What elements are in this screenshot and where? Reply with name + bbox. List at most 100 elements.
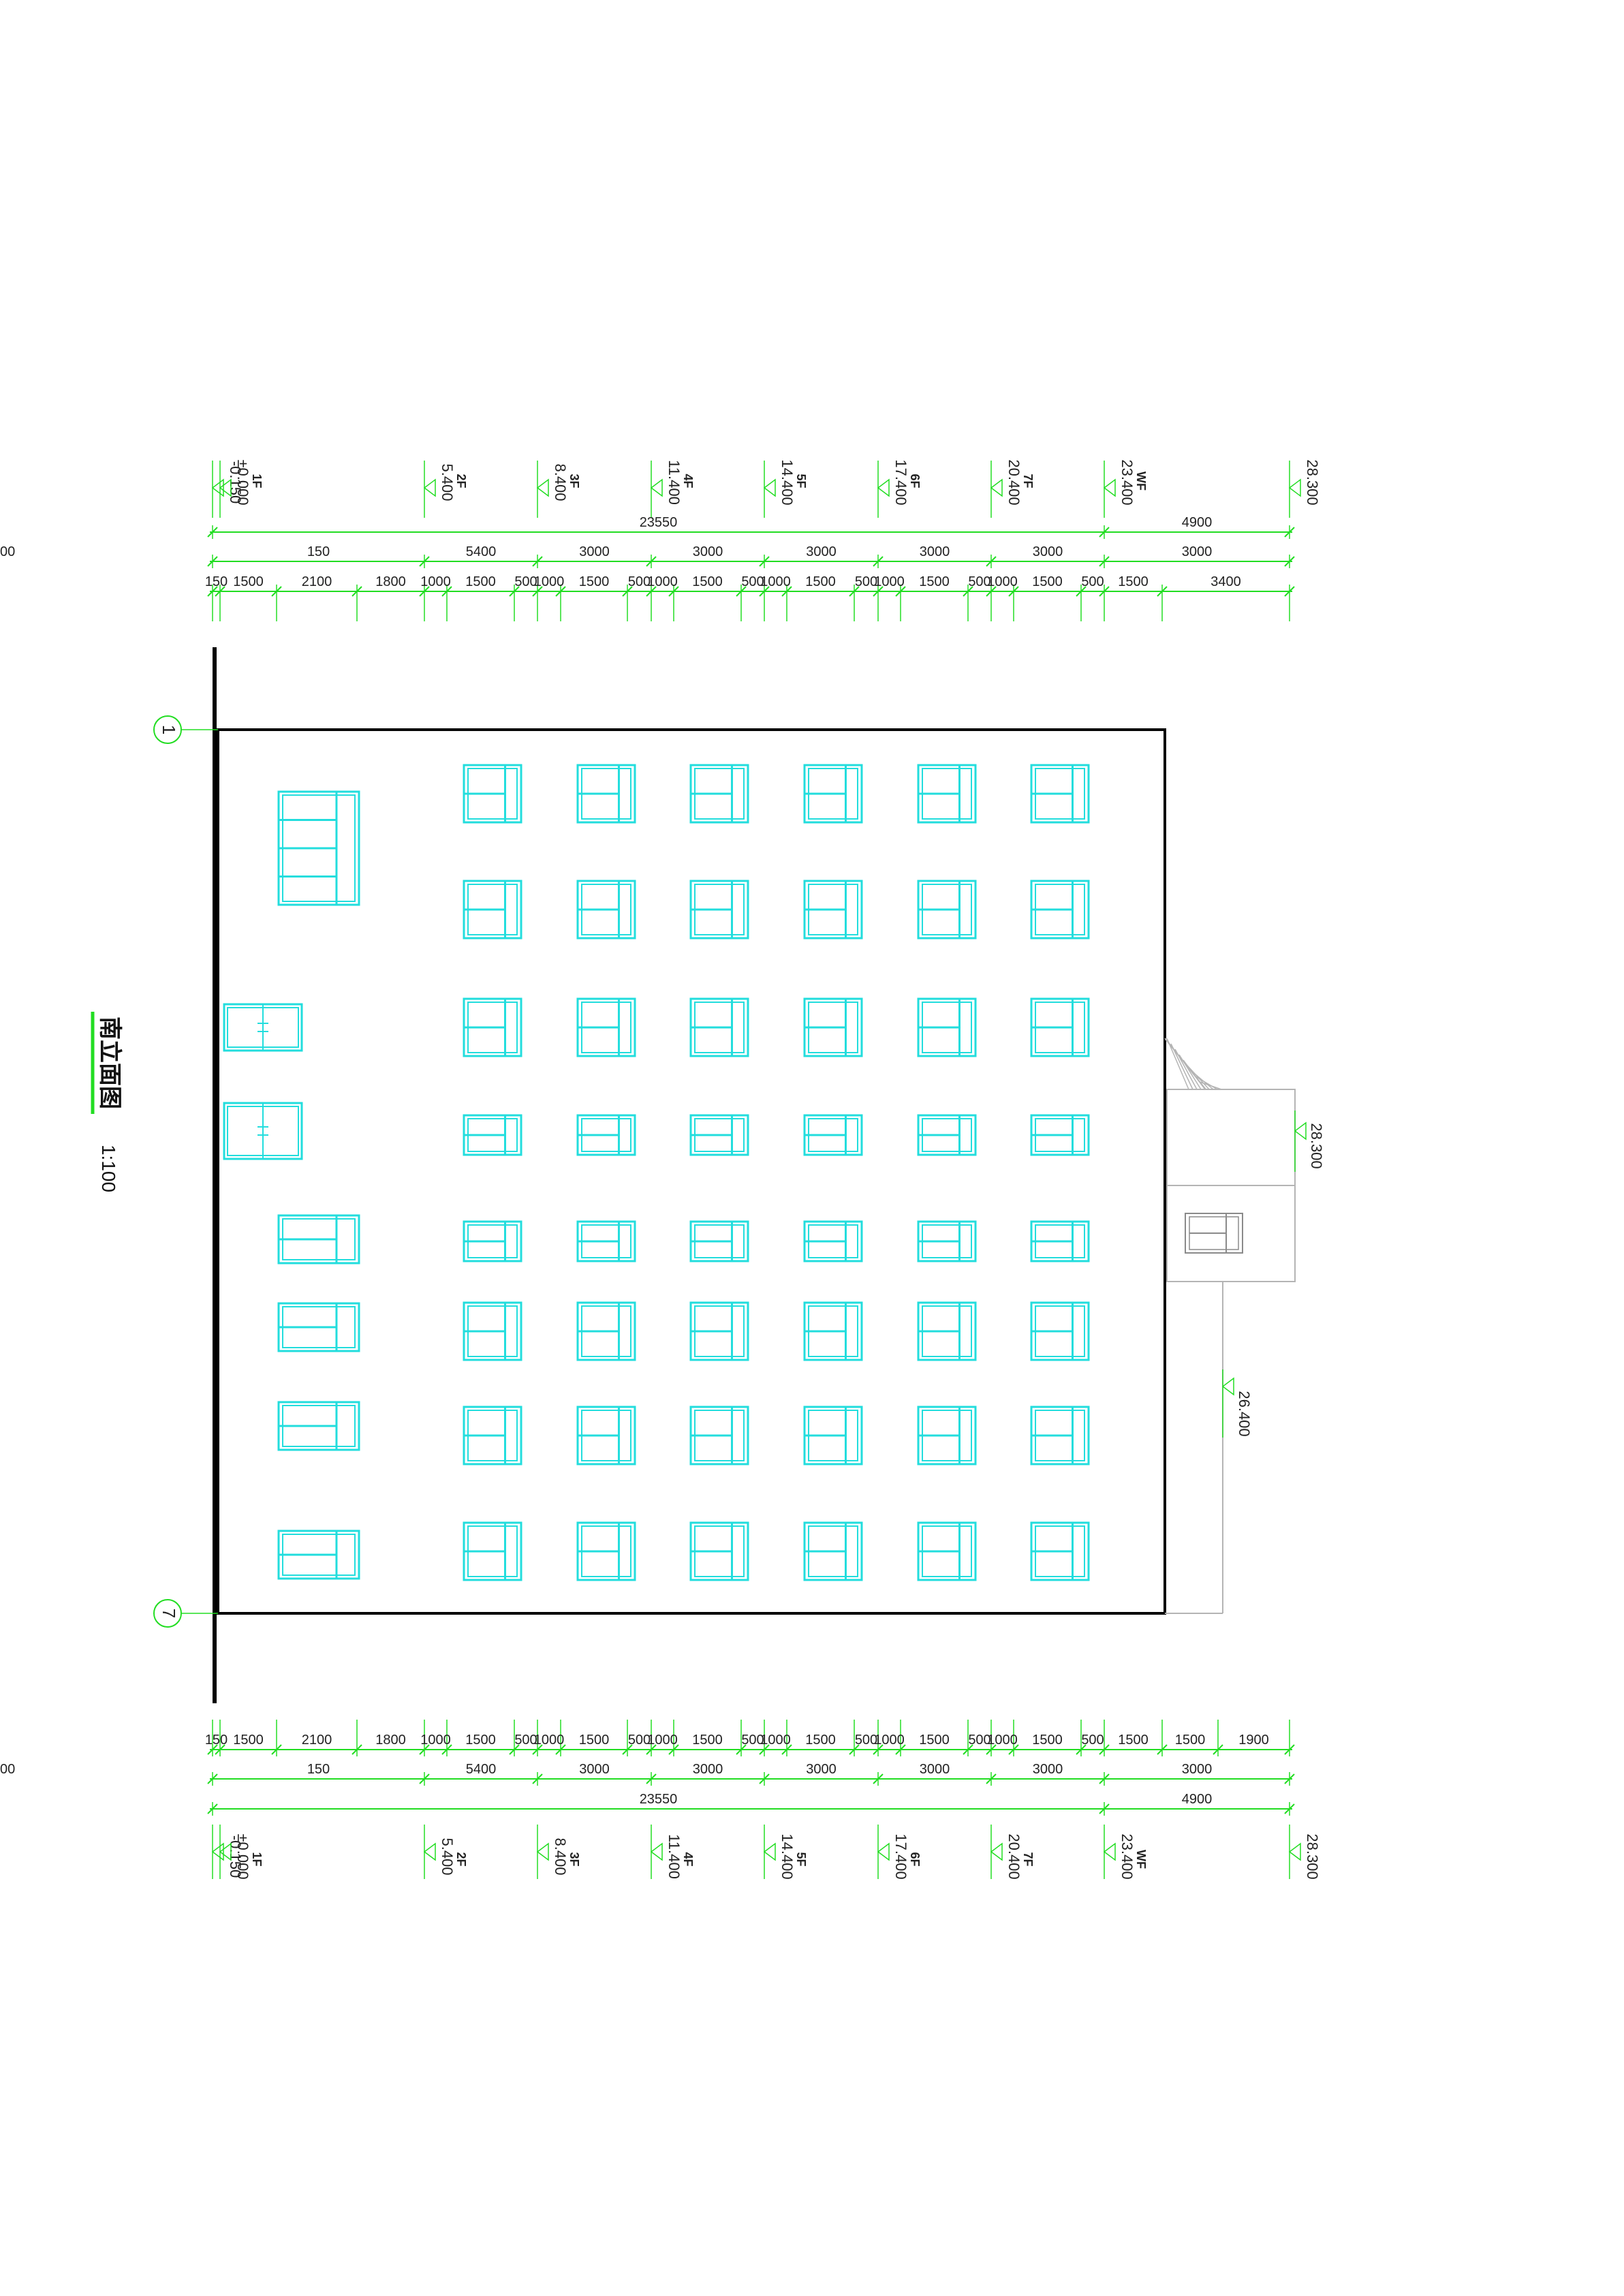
elevation-value: 23.400 [1119, 459, 1136, 505]
dimension-tick [622, 1744, 633, 1755]
stair-hatch [1199, 1081, 1222, 1090]
dimension-tick [986, 1773, 997, 1784]
elevation-value: 8.400 [552, 463, 569, 501]
level-triangle [1103, 1842, 1116, 1861]
window [1030, 764, 1090, 824]
level-triangle [877, 478, 890, 497]
dimension-tick [207, 556, 218, 567]
level-triangle [211, 478, 224, 497]
dimension-label: 3400 [1211, 574, 1241, 589]
elevation-value: 5.400 [439, 1837, 456, 1875]
dimension-tick [895, 1744, 906, 1755]
dimension-tick [207, 527, 218, 538]
window [277, 1401, 360, 1451]
dimension-tick [419, 586, 430, 597]
dimension-tick [419, 1773, 430, 1784]
window [277, 1214, 360, 1265]
dimension-label: 150 [205, 1733, 228, 1748]
dimension-tick [736, 586, 747, 597]
dimension-label: 23550 [640, 1792, 678, 1807]
floor-label: 2F [454, 1852, 468, 1866]
dimension-label: 1500 [692, 574, 723, 589]
dimension-tick [646, 1744, 657, 1755]
window [576, 880, 636, 940]
window [463, 997, 522, 1057]
dimension-label: 3000 [579, 544, 610, 559]
dimension-label: 4900 [1182, 1792, 1213, 1807]
floor-label: 1F [250, 474, 264, 488]
window [576, 1406, 636, 1465]
dimension-tick [419, 556, 430, 567]
floor-label: WF [1134, 471, 1148, 491]
dimension-label: 1000 [874, 1733, 905, 1748]
dimension-tick [207, 586, 218, 597]
level-triangle [1221, 1377, 1234, 1396]
dimension-tick [1157, 586, 1168, 597]
dimension-tick [849, 1744, 860, 1755]
dimension-tick [555, 586, 566, 597]
level-triangle [650, 1842, 663, 1861]
dimension-tick [1284, 586, 1295, 597]
dimension-label: 1500 [465, 574, 496, 589]
dimension-label: 1000 [420, 574, 451, 589]
dimension-label: 1000 [420, 1733, 451, 1748]
dimension-label: 500 [628, 1733, 651, 1748]
dimension-tick [668, 1744, 679, 1755]
dimension-tick [352, 586, 362, 597]
dimension-tick [1076, 586, 1087, 597]
dimension-label: 1000 [987, 574, 1018, 589]
dimension-label: 1500 [805, 1733, 836, 1748]
window [803, 1114, 863, 1156]
dimension-tick [207, 1773, 218, 1784]
floor-label: WF [1134, 1850, 1148, 1869]
dimension-tick [271, 586, 282, 597]
dimension-tick [963, 586, 973, 597]
dimension-label: 150 [307, 1762, 330, 1777]
dimension-tick [736, 1744, 747, 1755]
dimension-label: 150 [307, 544, 330, 559]
dimension-label: 1500 [805, 574, 836, 589]
elevation-value: ±0.000 [234, 459, 251, 505]
floor-label: 7F [1021, 474, 1035, 488]
dimension-label: 1500 [692, 1733, 723, 1748]
dimension-label: 1000 [647, 1733, 678, 1748]
dimension-label: 150 [205, 574, 228, 589]
dimension-tick [781, 1744, 792, 1755]
window [689, 1114, 749, 1156]
level-triangle [219, 478, 232, 497]
dimension-label: 1500 [579, 1733, 610, 1748]
dimension-label: 1000 [534, 1733, 565, 1748]
dimension-label: 3000 [1033, 544, 1063, 559]
window-grid [223, 764, 1090, 1581]
dimension-tick [441, 586, 452, 597]
dimension-tick [1284, 556, 1295, 567]
dimension-tick [873, 1744, 884, 1755]
window [917, 880, 977, 940]
window [803, 1521, 863, 1581]
dimension-tick [207, 1744, 218, 1755]
window [463, 1521, 522, 1581]
dimension-label: 500 [1081, 574, 1104, 589]
elevation-value: -0.150 [227, 461, 244, 503]
dimension-label: 500 [855, 1733, 877, 1748]
dimension-label: 4900 [0, 1762, 15, 1777]
window [917, 1406, 977, 1465]
dimension-tick [532, 556, 543, 567]
dimension-label: 3000 [693, 544, 723, 559]
window [917, 764, 977, 824]
window [576, 1521, 636, 1581]
dimension-tick [271, 1744, 282, 1755]
window [277, 1530, 360, 1580]
window [917, 997, 977, 1057]
dimension-label: 1500 [579, 574, 610, 589]
window [917, 1301, 977, 1361]
level-triangle [536, 1842, 549, 1861]
dimension-label: 1500 [233, 574, 264, 589]
dimension-label: 5400 [466, 1762, 497, 1777]
elevation-value: 11.400 [666, 1834, 683, 1879]
dimension-tick [1099, 527, 1110, 538]
level-triangle [763, 478, 776, 497]
dimension-label: 1000 [874, 574, 905, 589]
